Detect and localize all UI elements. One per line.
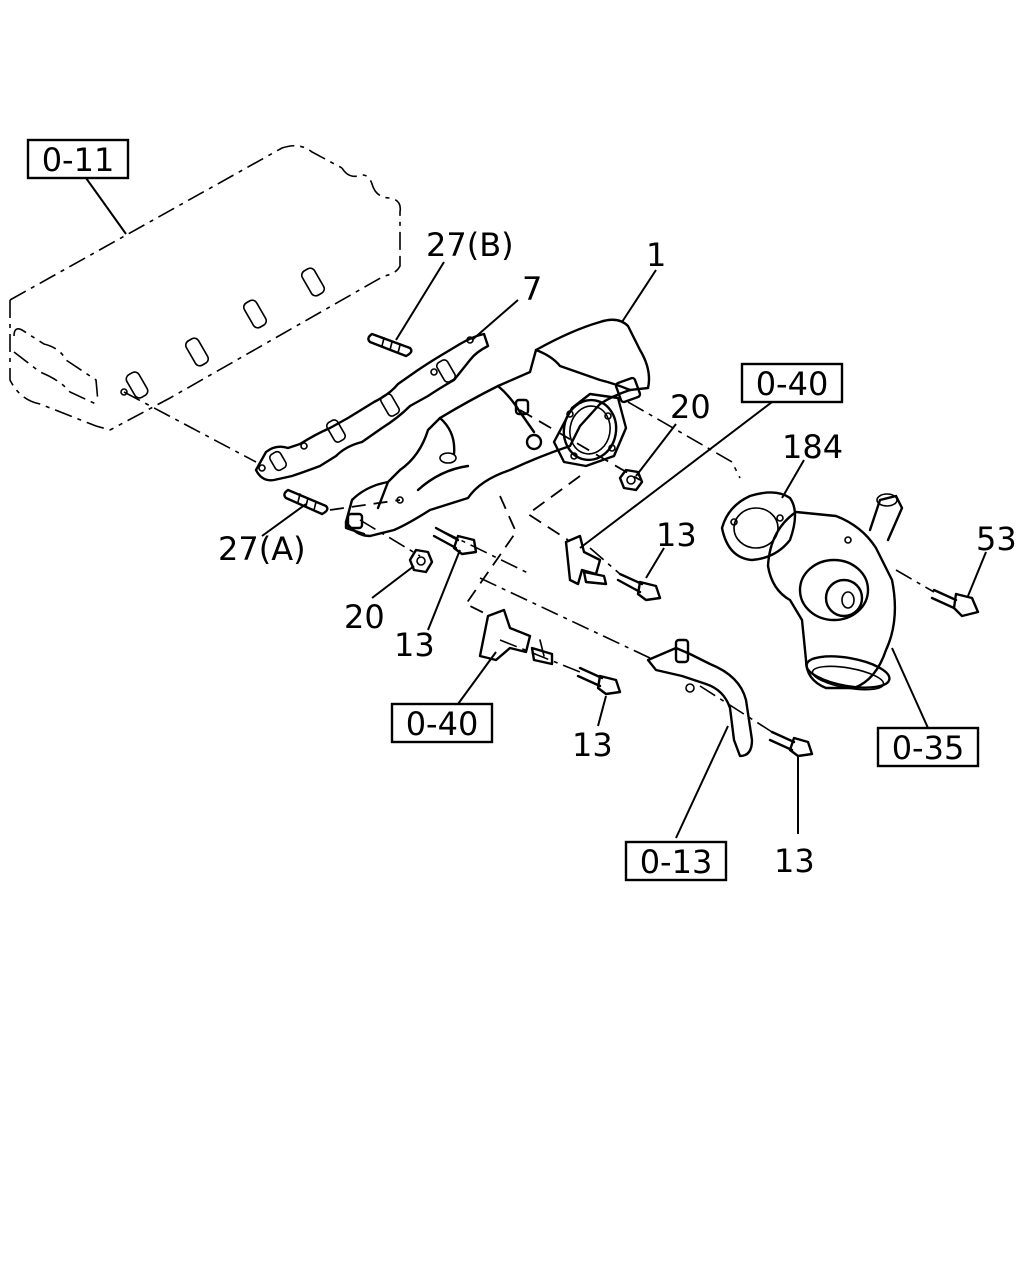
bolt-53 bbox=[930, 588, 980, 618]
gasket-184 bbox=[720, 491, 797, 562]
exhaust-manifold bbox=[344, 318, 651, 538]
callout-13-left: 13 bbox=[394, 626, 435, 664]
callout-20-top: 20 bbox=[670, 388, 711, 426]
leader-lines bbox=[85, 177, 987, 839]
ref-label: 0-11 bbox=[42, 141, 115, 179]
nut-20-top bbox=[618, 468, 644, 492]
ref-box-0-40-top: 0-40 bbox=[740, 362, 844, 404]
ref-box-0-35: 0-35 bbox=[876, 726, 980, 768]
nut-20-left bbox=[408, 548, 434, 574]
assembly-lines bbox=[123, 391, 935, 733]
bolt-13-low bbox=[576, 666, 622, 696]
ref-label: 0-40 bbox=[756, 365, 829, 403]
pipe bbox=[646, 638, 754, 758]
ref-box-0-40-bottom: 0-40 bbox=[390, 702, 494, 744]
ref-label: 0-13 bbox=[640, 843, 713, 881]
callout-27a: 27(A) bbox=[218, 530, 306, 568]
bracket-lower bbox=[478, 608, 554, 666]
stud-27a bbox=[283, 488, 329, 516]
cylinder-head bbox=[9, 144, 402, 431]
ref-box-0-11: 0-11 bbox=[26, 138, 130, 180]
ref-box-0-13: 0-13 bbox=[624, 840, 728, 882]
callout-13-mid: 13 bbox=[656, 516, 697, 554]
gasket bbox=[254, 332, 490, 482]
callout-184: 184 bbox=[782, 428, 843, 466]
ref-label: 0-35 bbox=[892, 729, 965, 767]
callout-20-left: 20 bbox=[344, 598, 385, 636]
ref-label: 0-40 bbox=[406, 705, 479, 743]
bolt-13-right bbox=[768, 730, 814, 758]
bolt-13-mid bbox=[616, 572, 662, 602]
callout-13-right: 13 bbox=[774, 842, 815, 880]
callout-1: 1 bbox=[646, 236, 666, 274]
callout-13-low: 13 bbox=[572, 726, 613, 764]
stud-27b bbox=[367, 332, 413, 358]
callout-7: 7 bbox=[522, 270, 542, 308]
callout-27b: 27(B) bbox=[426, 226, 514, 264]
bracket-upper bbox=[564, 534, 608, 586]
valve-housing bbox=[766, 493, 904, 691]
callout-53: 53 bbox=[976, 520, 1017, 558]
bolt-13-left bbox=[432, 526, 478, 556]
